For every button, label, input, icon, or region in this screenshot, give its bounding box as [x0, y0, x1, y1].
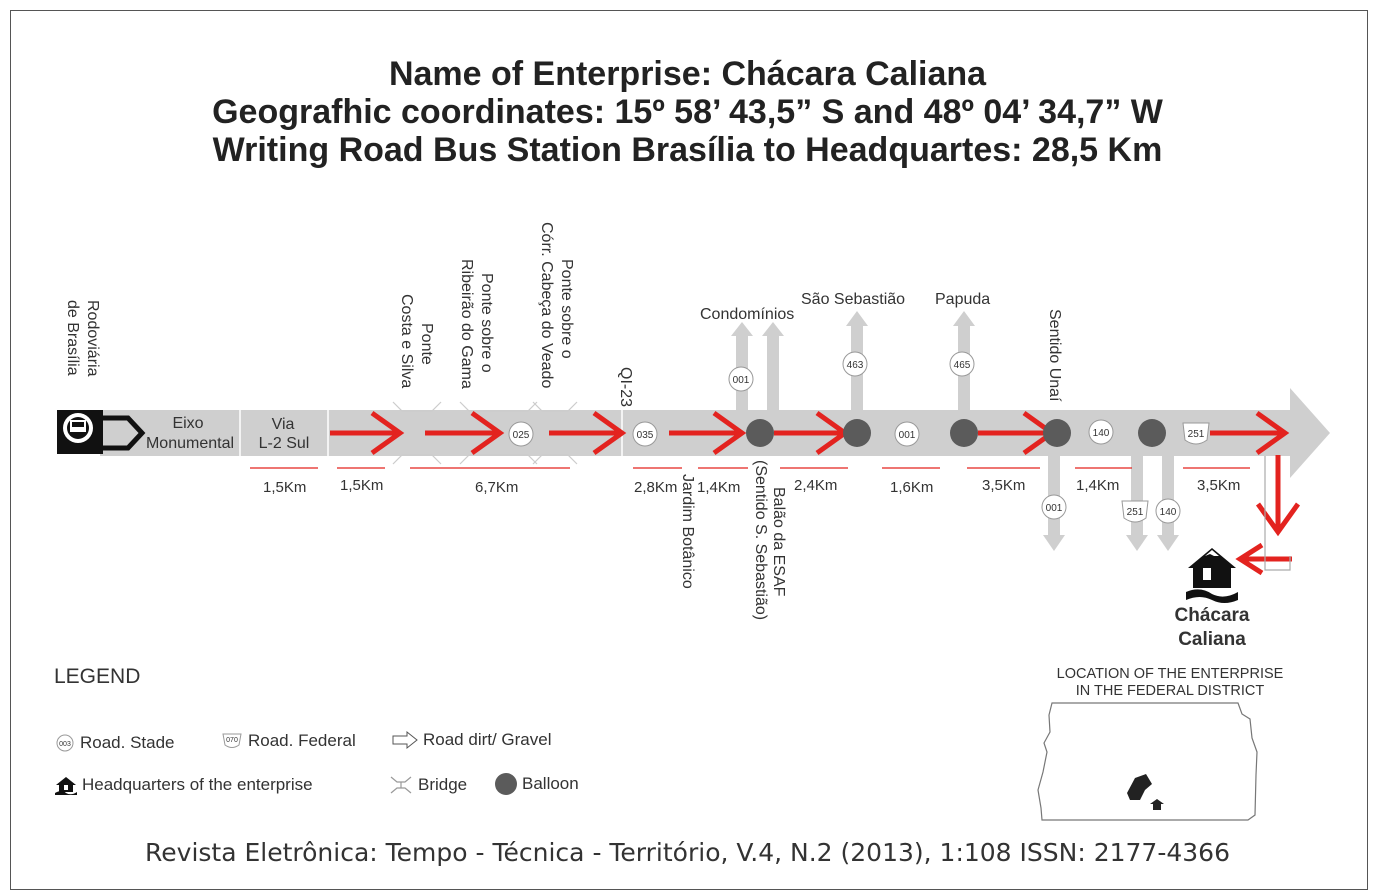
- sentido-unai-label: Sentido Unaí: [1046, 309, 1063, 402]
- ponte-gama-line1: Ponte sobre o: [478, 273, 495, 373]
- segment-via-line1: Via: [272, 416, 295, 433]
- condominios-label: Condomínios: [700, 306, 794, 323]
- red-arrow-left: [1235, 542, 1292, 576]
- qi23-label: QI-23: [617, 367, 634, 407]
- distance-9: 1,4Km: [1076, 477, 1119, 494]
- condominios-arrow-2: [762, 322, 784, 412]
- balloon-unai: [1043, 419, 1071, 447]
- title-coordinates: Geografhic coordinates: 15º 58’ 43,5” S …: [212, 93, 1163, 131]
- legend-bridge-label: Bridge: [418, 775, 468, 794]
- legend-headquarters: Headquarters of the enterprise: [54, 775, 313, 795]
- legend-road-state: 003 Road. Stade: [54, 733, 175, 753]
- svg-text:070: 070: [226, 737, 238, 744]
- legend-road-state-label: Road. Stade: [80, 733, 175, 752]
- ponte-veado-line1: Ponte sobre o: [558, 259, 575, 359]
- headquarters-icon: [1186, 548, 1238, 603]
- jardim-botanico-label: Jardim Botânico: [679, 474, 696, 589]
- svg-text:003: 003: [59, 741, 71, 748]
- inset-caption-line1: LOCATION OF THE ENTERPRISE: [1056, 666, 1284, 682]
- state-road-badges: [508, 351, 1181, 524]
- citation: Revista Eletrônica: Tempo - Técnica - Te…: [145, 838, 1230, 867]
- destination-line2: Caliana: [1178, 629, 1246, 650]
- road-035: 035: [637, 430, 654, 441]
- dirt-road-icon: [392, 730, 418, 750]
- red-route-arrows: [330, 410, 1301, 576]
- bridge-symbols: [392, 401, 578, 465]
- start-label-line1: Rodoviária: [84, 300, 101, 377]
- bus-station-icon: [57, 410, 103, 454]
- balloon-papuda: [950, 419, 978, 447]
- distance-7: 1,6Km: [890, 479, 933, 496]
- road-001-main: 001: [899, 430, 916, 441]
- red-arrow-4: [669, 410, 747, 456]
- balloon-esaf: [746, 419, 774, 447]
- title-enterprise: Name of Enterprise: Chácara Caliana: [388, 55, 987, 93]
- red-arrow-3: [549, 410, 627, 456]
- legend-road-federal: 070 Road. Federal: [220, 731, 356, 751]
- balloon-icon: [495, 773, 517, 795]
- road-025: 025: [513, 430, 530, 441]
- segment-via-line2: L-2 Sul: [259, 435, 310, 452]
- bridge-gama: [459, 401, 538, 465]
- road-463: 463: [847, 360, 864, 371]
- road-001-condominios: 001: [733, 375, 750, 386]
- segment-eixo-line2: Monumental: [146, 435, 234, 452]
- legend-balloon: Balloon: [494, 772, 579, 796]
- federal-district-outline: [1037, 702, 1258, 821]
- papuda-label: Papuda: [935, 291, 990, 308]
- bridge-veado: [532, 401, 578, 465]
- ponte-veado-line2: Córr. Cabeça do Veado: [538, 222, 555, 388]
- red-arrow-1: [330, 410, 405, 456]
- title-distance: Writing Road Bus Station Brasília to Hea…: [212, 131, 1163, 169]
- legend-headquarters-label: Headquarters of the enterprise: [82, 775, 313, 794]
- legend-balloon-label: Balloon: [522, 774, 579, 793]
- distance-3: 6,7Km: [475, 479, 518, 496]
- legend-road-dirt-label: Road dirt/ Gravel: [423, 730, 552, 749]
- segment-eixo-line1: Eixo: [172, 415, 203, 432]
- enterprise-marker: [1127, 774, 1152, 800]
- distance-10: 3,5Km: [1197, 477, 1240, 494]
- distance-8: 3,5Km: [982, 477, 1025, 494]
- dirt-road-outline: [1264, 456, 1291, 571]
- inset-caption-line2: IN THE FEDERAL DISTRICT: [1075, 683, 1265, 699]
- red-arrow-2: [425, 410, 505, 456]
- ponte-costa-line2: Costa e Silva: [398, 294, 415, 388]
- legend-road-federal-label: Road. Federal: [248, 731, 356, 750]
- road-465: 465: [954, 360, 971, 371]
- red-arrow-7: [1210, 410, 1290, 456]
- inset-caption: LOCATION OF THE ENTERPRISE IN THE FEDERA…: [1000, 666, 1340, 700]
- bridge-costa-e-silva: [392, 401, 442, 465]
- ponte-costa-line1: Ponte: [418, 323, 435, 365]
- distance-6: 2,4Km: [794, 477, 837, 494]
- balao-esaf-line1: Balão da ESAF: [770, 487, 787, 597]
- road-251-main: 251: [1188, 429, 1205, 440]
- distance-2: 1,5Km: [340, 477, 383, 494]
- bridge-icon: [390, 776, 412, 794]
- balloons: [746, 419, 1166, 447]
- balloon-sao-sebastiao: [843, 419, 871, 447]
- state-road-icon: 003: [56, 734, 74, 752]
- balao-esaf-line2: (Sentido S. Sebastião): [752, 460, 769, 620]
- headquarters-legend-icon: [55, 777, 77, 795]
- federal-district-inset: [1037, 702, 1258, 821]
- road-140-main: 140: [1093, 428, 1110, 439]
- legend-title: LEGEND: [54, 665, 141, 688]
- distance-4: 2,8Km: [634, 479, 677, 496]
- sao-sebastiao-label: São Sebastião: [801, 291, 905, 308]
- legend-road-dirt: Road dirt/ Gravel: [391, 730, 552, 750]
- destination-line1: Chácara: [1175, 605, 1250, 626]
- road-140-down: 140: [1160, 507, 1177, 518]
- road-001-unai: 001: [1046, 503, 1063, 514]
- distance-5: 1,4Km: [697, 479, 740, 496]
- balloon-140: [1138, 419, 1166, 447]
- federal-road-icon: 070: [222, 733, 242, 748]
- route-diagram: 025 035 001 463 001 465 140 251 001 251 …: [57, 222, 1330, 821]
- ponte-gama-line2: Ribeirão do Gama: [458, 259, 475, 389]
- road-251-down: 251: [1127, 507, 1144, 518]
- legend-bridge: Bridge: [388, 775, 467, 795]
- start-arrow: [96, 415, 146, 451]
- distance-1: 1,5Km: [263, 479, 306, 496]
- federal-road-badges: [1121, 422, 1210, 523]
- start-label-line2: de Brasília: [64, 300, 81, 376]
